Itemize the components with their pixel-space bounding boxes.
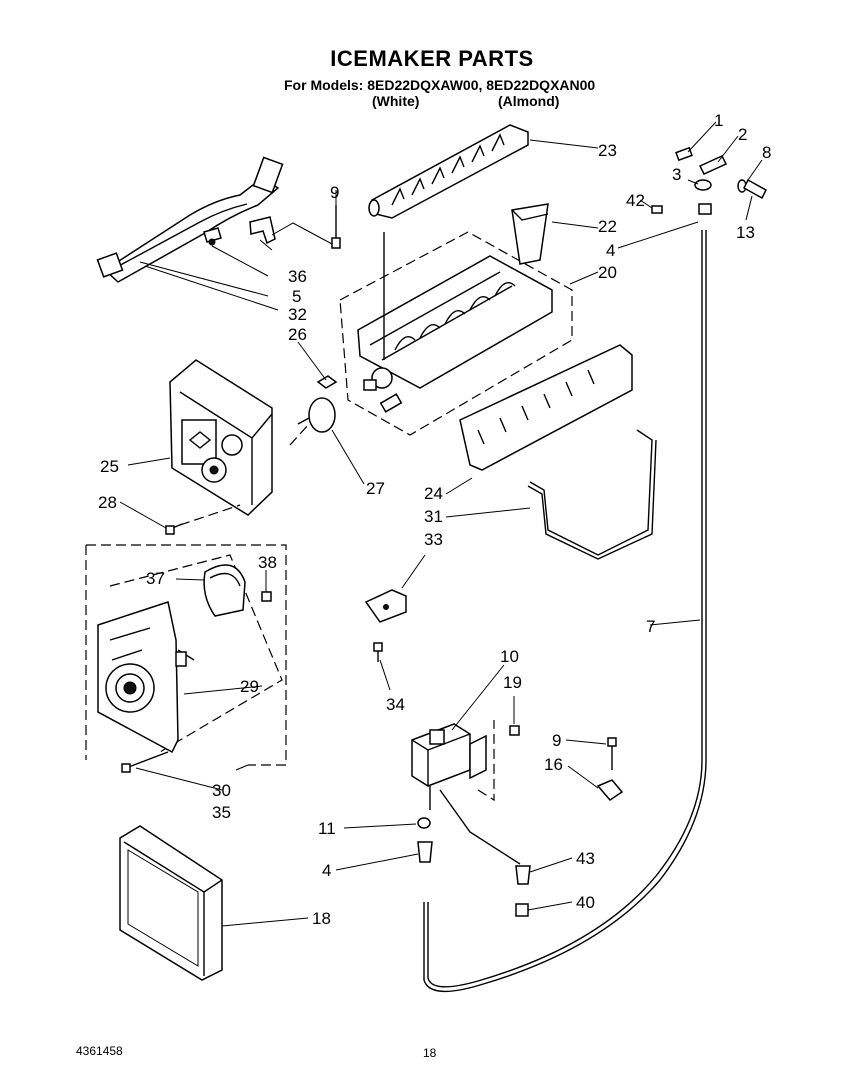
callout-labels: 1 2 8 3 42 13 4 23 22 20 9 36 5 32 26 25…: [98, 111, 771, 928]
callout-16: 16: [544, 755, 563, 774]
models-line: For Models: 8ED22DQXAW00, 8ED22DQXAN00: [284, 77, 596, 93]
callout-20: 20: [598, 263, 617, 282]
leader-lines: [119, 121, 763, 927]
bracket-part: [249, 216, 333, 251]
callout-26: 26: [288, 325, 307, 344]
callout-22: 22: [598, 217, 617, 236]
callout-28: 28: [98, 493, 117, 512]
water-tube-part: [423, 230, 707, 993]
screw-9-right: [607, 737, 617, 770]
callout-30: 30: [212, 781, 231, 800]
page-title: ICEMAKER PARTS: [330, 46, 534, 71]
fitting-4-lower: [417, 841, 433, 863]
callout-24: 24: [424, 484, 443, 503]
screw-28: [165, 504, 241, 535]
callout-40: 40: [576, 893, 595, 912]
callout-23: 23: [598, 141, 617, 160]
shutoff-arm-part: [527, 429, 657, 560]
nut-40: [515, 903, 529, 917]
callout-18: 18: [312, 909, 331, 928]
callout-13: 13: [736, 223, 755, 242]
screw-30: [121, 751, 169, 773]
callout-38: 38: [258, 553, 277, 572]
ejector-part: [368, 124, 529, 219]
page-number: 18: [423, 1046, 437, 1060]
screw-9-top: [331, 205, 341, 249]
callout-4-top: 4: [606, 241, 615, 260]
callout-43: 43: [576, 849, 595, 868]
screw-19: [509, 725, 520, 736]
callout-5: 5: [292, 287, 301, 306]
callout-42: 42: [626, 191, 645, 210]
water-valve-part: [411, 720, 521, 865]
fill-tube-clip-part: [203, 227, 222, 246]
mold-assembly-part: [339, 231, 573, 436]
callout-36: 36: [288, 267, 307, 286]
motor-part: [289, 397, 336, 446]
clip-33-part: [364, 589, 407, 623]
clip-26-part: [316, 375, 338, 389]
callout-8: 8: [762, 143, 771, 162]
callout-29: 29: [240, 677, 259, 696]
stripper-part: [459, 344, 633, 471]
callout-34: 34: [386, 695, 405, 714]
control-housing-part: [169, 359, 273, 516]
callout-35: 35: [212, 803, 231, 822]
callout-2: 2: [738, 125, 747, 144]
fill-tube-part: [96, 156, 284, 283]
fitting-43: [515, 865, 531, 885]
callout-4-lower: 4: [322, 861, 331, 880]
cover-part: [511, 203, 549, 265]
module-box-part: [85, 544, 287, 766]
callout-25: 25: [100, 457, 119, 476]
callout-19: 19: [503, 673, 522, 692]
callout-33: 33: [424, 530, 443, 549]
variant-almond-label: (Almond): [498, 93, 560, 109]
callout-7: 7: [646, 617, 655, 636]
screw-34: [373, 642, 383, 662]
document-id: 4361458: [76, 1044, 123, 1058]
callout-9-top: 9: [330, 183, 339, 202]
callout-3: 3: [672, 165, 681, 184]
clamp-16-part: [596, 779, 624, 801]
valve-fitting-parts: [651, 146, 767, 215]
callout-37: 37: [146, 569, 165, 588]
nut-11: [417, 817, 431, 829]
ice-bin-part: [119, 825, 223, 981]
callout-11: 11: [318, 819, 336, 838]
variant-white-label: (White): [372, 93, 420, 109]
callout-31: 31: [424, 507, 443, 526]
callout-32: 32: [288, 305, 307, 324]
callout-1: 1: [714, 111, 723, 130]
callout-10: 10: [500, 647, 519, 666]
callout-27: 27: [366, 479, 385, 498]
callout-9-right: 9: [552, 731, 561, 750]
